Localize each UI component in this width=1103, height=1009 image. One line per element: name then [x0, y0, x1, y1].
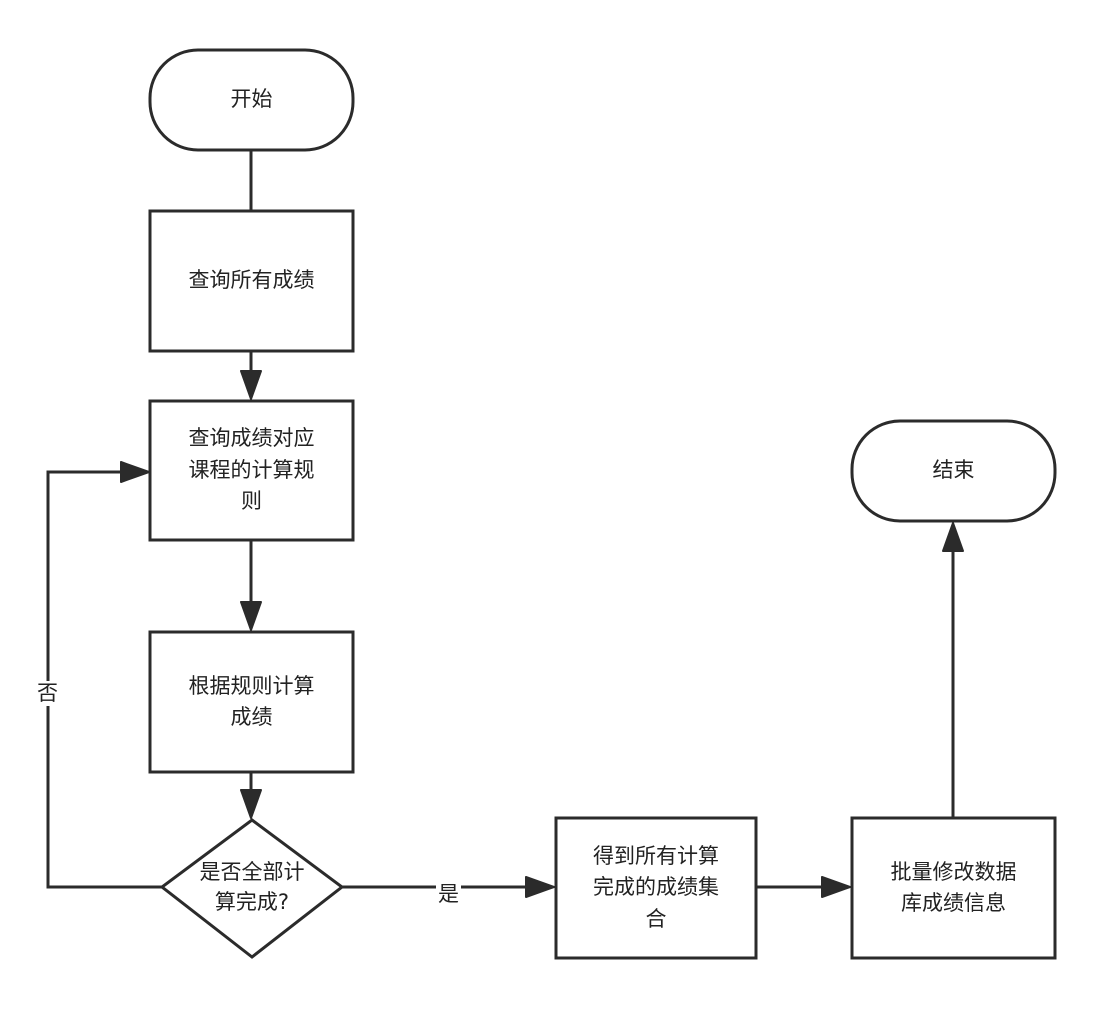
arrowhead: [525, 876, 555, 898]
start-label: 开始: [230, 87, 273, 112]
end-label: 结束: [932, 458, 975, 483]
arrowhead: [240, 789, 262, 819]
collect-line: 完成的成绩集: [593, 875, 719, 900]
collect-node: 得到所有计算 完成的成绩集 合: [556, 818, 756, 958]
query-rule-node: 查询成绩对应 课程的计算规 则: [150, 401, 353, 540]
batch-line: 批量修改数据: [890, 859, 1017, 884]
arrowhead: [942, 522, 964, 552]
calc-line: 根据规则计算: [188, 673, 315, 698]
arrowhead: [821, 876, 851, 898]
start-node: 开始: [150, 50, 353, 150]
arrowhead: [240, 601, 262, 631]
calc-node: 根据规则计算 成绩: [150, 632, 353, 772]
query-all-node: 查询所有成绩: [150, 211, 353, 351]
arrowhead: [120, 461, 150, 483]
collect-line: 得到所有计算: [593, 843, 719, 868]
end-terminator-shape: [850, 419, 1057, 523]
decision-diamond: [159, 818, 345, 959]
batch-line: 库成绩信息: [901, 891, 1006, 915]
query-all-label: 查询所有成绩: [188, 268, 315, 293]
yes-edge-label: 是: [436, 882, 461, 906]
decision-line: 算完成?: [214, 890, 290, 914]
query-rule-line: 则: [241, 489, 262, 514]
decision-line: 是否全部计: [199, 859, 305, 884]
query-rule-line: 课程的计算规: [188, 457, 315, 482]
batch-node: 批量修改数据 库成绩信息: [852, 818, 1055, 958]
arrowhead: [240, 370, 262, 400]
edge-no-loop: [46, 470, 162, 889]
end-node: 结束: [852, 421, 1055, 521]
collect-line: 合: [645, 906, 667, 931]
query-rule-line: 查询成绩对应: [188, 426, 315, 451]
no-edge-label: 否: [37, 681, 58, 706]
calc-line: 成绩: [230, 705, 273, 729]
decision-node: 是否全部计 算完成?: [172, 850, 332, 924]
